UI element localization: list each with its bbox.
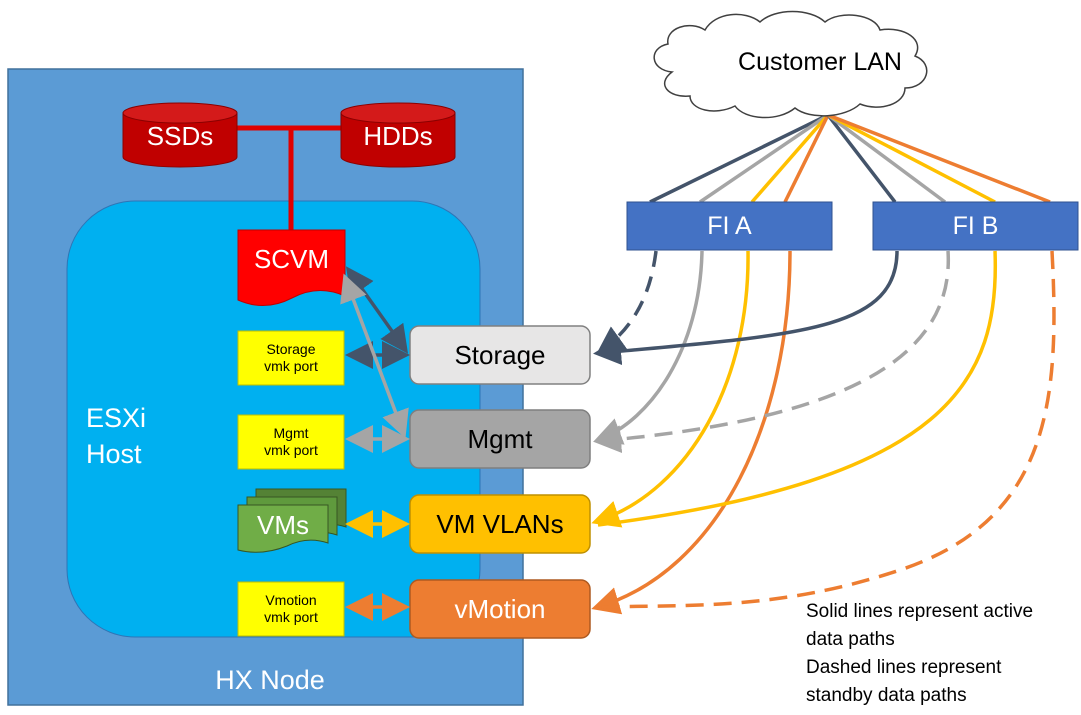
- legend-notes: Solid lines represent active data paths …: [806, 598, 1076, 710]
- ssd-label: SSDs: [146, 121, 214, 151]
- fi-b-label: FI B: [952, 211, 999, 240]
- storage-network-label: Storage: [454, 339, 546, 370]
- legend-solid-line1: Solid lines represent active: [806, 601, 1034, 622]
- mgmt-network-label: Mgmt: [467, 423, 533, 454]
- fi-b-box: [872, 201, 1079, 251]
- disk-connector: [237, 125, 345, 230]
- vmotion-vmk-box: [237, 581, 345, 637]
- storage-network-box: [409, 325, 591, 385]
- hdd-label: HDDs: [363, 121, 433, 151]
- fi-a-box: [626, 201, 833, 251]
- customer-lan-label: Customer LAN: [738, 48, 902, 76]
- scvm-mgmt-arrow: [340, 273, 409, 439]
- esxi-label-line1: ESXi: [86, 403, 147, 433]
- scvm-shape: [237, 229, 346, 306]
- storage-vmk-label: Storage vmk port: [238, 331, 344, 385]
- scvm-label: SCVM: [253, 244, 330, 274]
- vmotion-network-label: vMotion: [454, 593, 546, 624]
- vmotion-network-box: [409, 579, 591, 639]
- hx-node-label: HX Node: [215, 665, 325, 695]
- uplink-lines: [649, 113, 1051, 204]
- legend-dashed-line2: standby data paths: [806, 685, 967, 706]
- fi-a-label: FI A: [707, 211, 752, 240]
- fabric-paths: [591, 250, 1056, 615]
- storage-vmk-line1: Storage: [266, 341, 316, 357]
- customer-lan-cloud-icon: [653, 10, 928, 119]
- vm-vlans-network-label: VM VLANs: [436, 508, 564, 539]
- vmotion-vmk-line2: vmk port: [264, 609, 318, 625]
- esxi-label-line2: Host: [86, 439, 142, 469]
- mgmt-vmk-box: [237, 414, 345, 470]
- vms-label: VMs: [257, 510, 309, 540]
- mgmt-network-box: [409, 409, 591, 469]
- legend-solid-line2: data paths: [806, 629, 895, 650]
- hdd-cylinder-icon: [340, 102, 456, 168]
- storage-vmk-box: [237, 330, 345, 386]
- vms-stack-icon: [237, 488, 347, 553]
- mgmt-vmk-label: Mgmt vmk port: [238, 415, 344, 469]
- vm-vlans-network-box: [409, 494, 591, 554]
- vmotion-vmk-line1: Vmotion: [265, 592, 317, 608]
- legend-dashed-line1: Dashed lines represent: [806, 657, 1002, 678]
- esxi-host-label: ESXi Host: [86, 400, 166, 472]
- storage-vmk-line2: vmk port: [264, 358, 318, 374]
- vmotion-vmk-label: Vmotion vmk port: [238, 582, 344, 636]
- mgmt-vmk-line2: vmk port: [264, 442, 318, 458]
- ssd-cylinder-icon: [122, 102, 238, 168]
- mgmt-vmk-line1: Mgmt: [273, 425, 309, 441]
